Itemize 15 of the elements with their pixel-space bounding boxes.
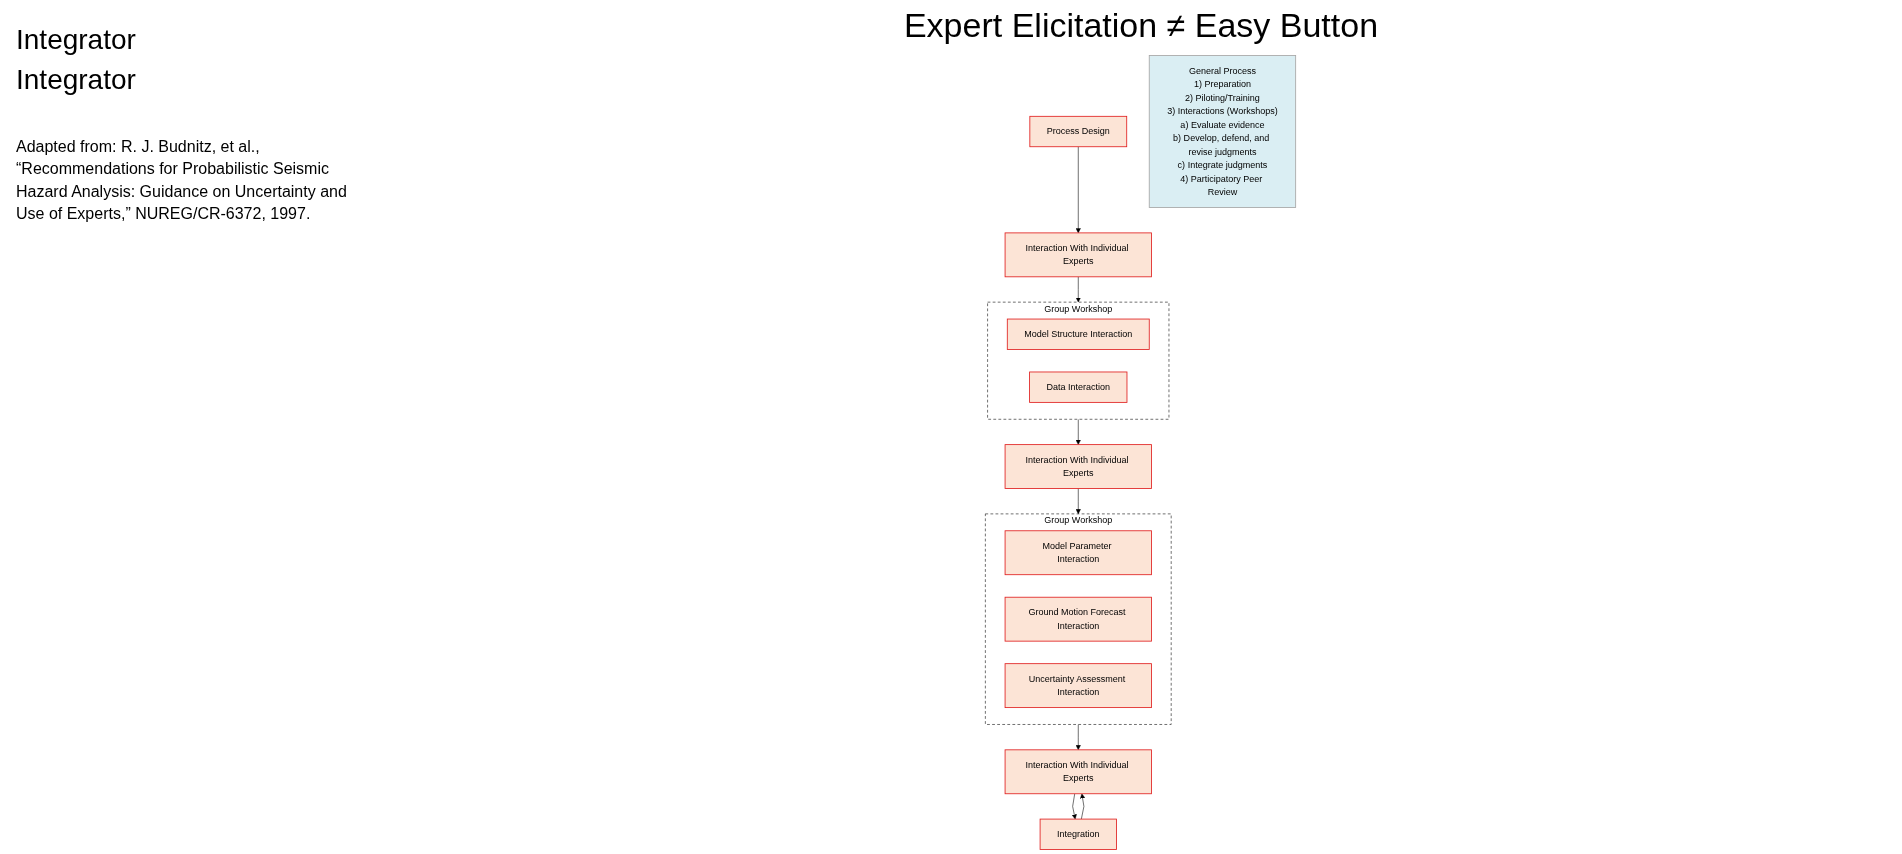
node-box: Interaction With Individual Experts (1005, 232, 1153, 278)
node-box: Interaction With Individual Experts (1005, 444, 1153, 489)
node-box: Uncertainty Assessment Interaction (1005, 663, 1153, 708)
node-box: Model Parameter Interaction (1005, 530, 1153, 576)
node-box: Ground Motion Forecast Interaction (1005, 596, 1153, 642)
node-box: Interaction With Individual Experts (1005, 749, 1153, 795)
node-box: General Process 1) Preparation 2) Piloting/Training 3) Interactions (Workshops) a) Evaluate evidence b) Develop, defend, and revise judgments c) Integrate judgments 4) Participatory Peer Review (1149, 55, 1297, 208)
node-box: Model Structure Interaction (1007, 318, 1151, 350)
node-box: Integration (1040, 818, 1118, 850)
node-box: Data Interaction (1029, 371, 1128, 403)
heading-label: Integrator (16, 24, 137, 56)
citation-text: Adapted from: R. J. Budnitz, et al., “Recommendations for Probabilistic Seismic Hazard Analysis: Guidance on Uncertainty and Use of Experts,” NUREG/CR-6372, 1997. (16, 137, 348, 225)
heading-label: Integrator (16, 64, 137, 96)
title: Expert Elicitation ≠ Easy Button (903, 6, 1379, 45)
node-box: Process Design (1029, 115, 1128, 148)
